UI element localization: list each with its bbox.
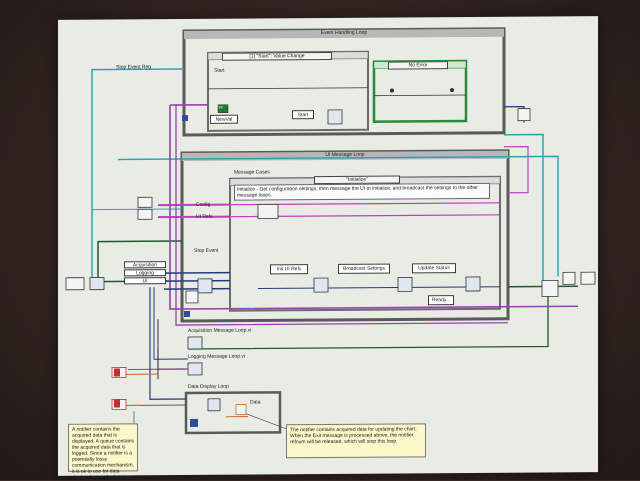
- logging-queue: Logging: [124, 269, 166, 277]
- start-label: Start: [214, 67, 225, 74]
- newval-node: NewVal: [210, 114, 238, 124]
- block-diagram-wires: [65, 27, 596, 435]
- start-terminal: TF: [218, 104, 223, 110]
- event-loop-titlebar: [184, 28, 504, 40]
- projection-screen: Event Handling Loop [1] "Start": Value C…: [58, 16, 598, 481]
- ui-queue: UI: [124, 277, 166, 285]
- ui-refs-label: UI Refs: [196, 213, 213, 220]
- data-label: Data: [250, 399, 261, 406]
- ready-node: Ready...: [428, 295, 454, 306]
- subvi-icons: [65, 88, 596, 427]
- event-case-selector[interactable]: [1] "Start": Value Change: [222, 51, 332, 61]
- broadcast-settings-node: Broadcast Settings: [338, 263, 390, 274]
- logging-vi-label: Logging Message Loop.vi: [188, 353, 245, 360]
- stop-event-label: Stop Event: [194, 247, 219, 254]
- data-display-loop-frame: [184, 391, 282, 435]
- message-cases-label: Message Cases: [234, 169, 270, 176]
- update-status-node: Update Status: [412, 263, 456, 274]
- error-case-selector[interactable]: No Error: [388, 61, 448, 70]
- acquisition-vi-label: Acquisition Message Loop.vi: [188, 327, 252, 334]
- acquisition-queue: Acquisition: [124, 261, 166, 269]
- stop-event-reg-label: Stop Event Reg: [116, 64, 152, 71]
- notifier-queue-note: A notifier contains the acquired data th…: [68, 423, 138, 481]
- config-label: Config: [196, 201, 211, 208]
- init-ui-refs-node: Init UI Refs: [270, 264, 308, 275]
- initialize-description: Initialize - Get configuration settings,…: [234, 182, 490, 201]
- data-display-loop-label: Data Display Loop: [188, 383, 229, 390]
- start-node: Start: [292, 110, 314, 120]
- notifier-chart-note: The notifier contains acquired data for …: [286, 423, 426, 459]
